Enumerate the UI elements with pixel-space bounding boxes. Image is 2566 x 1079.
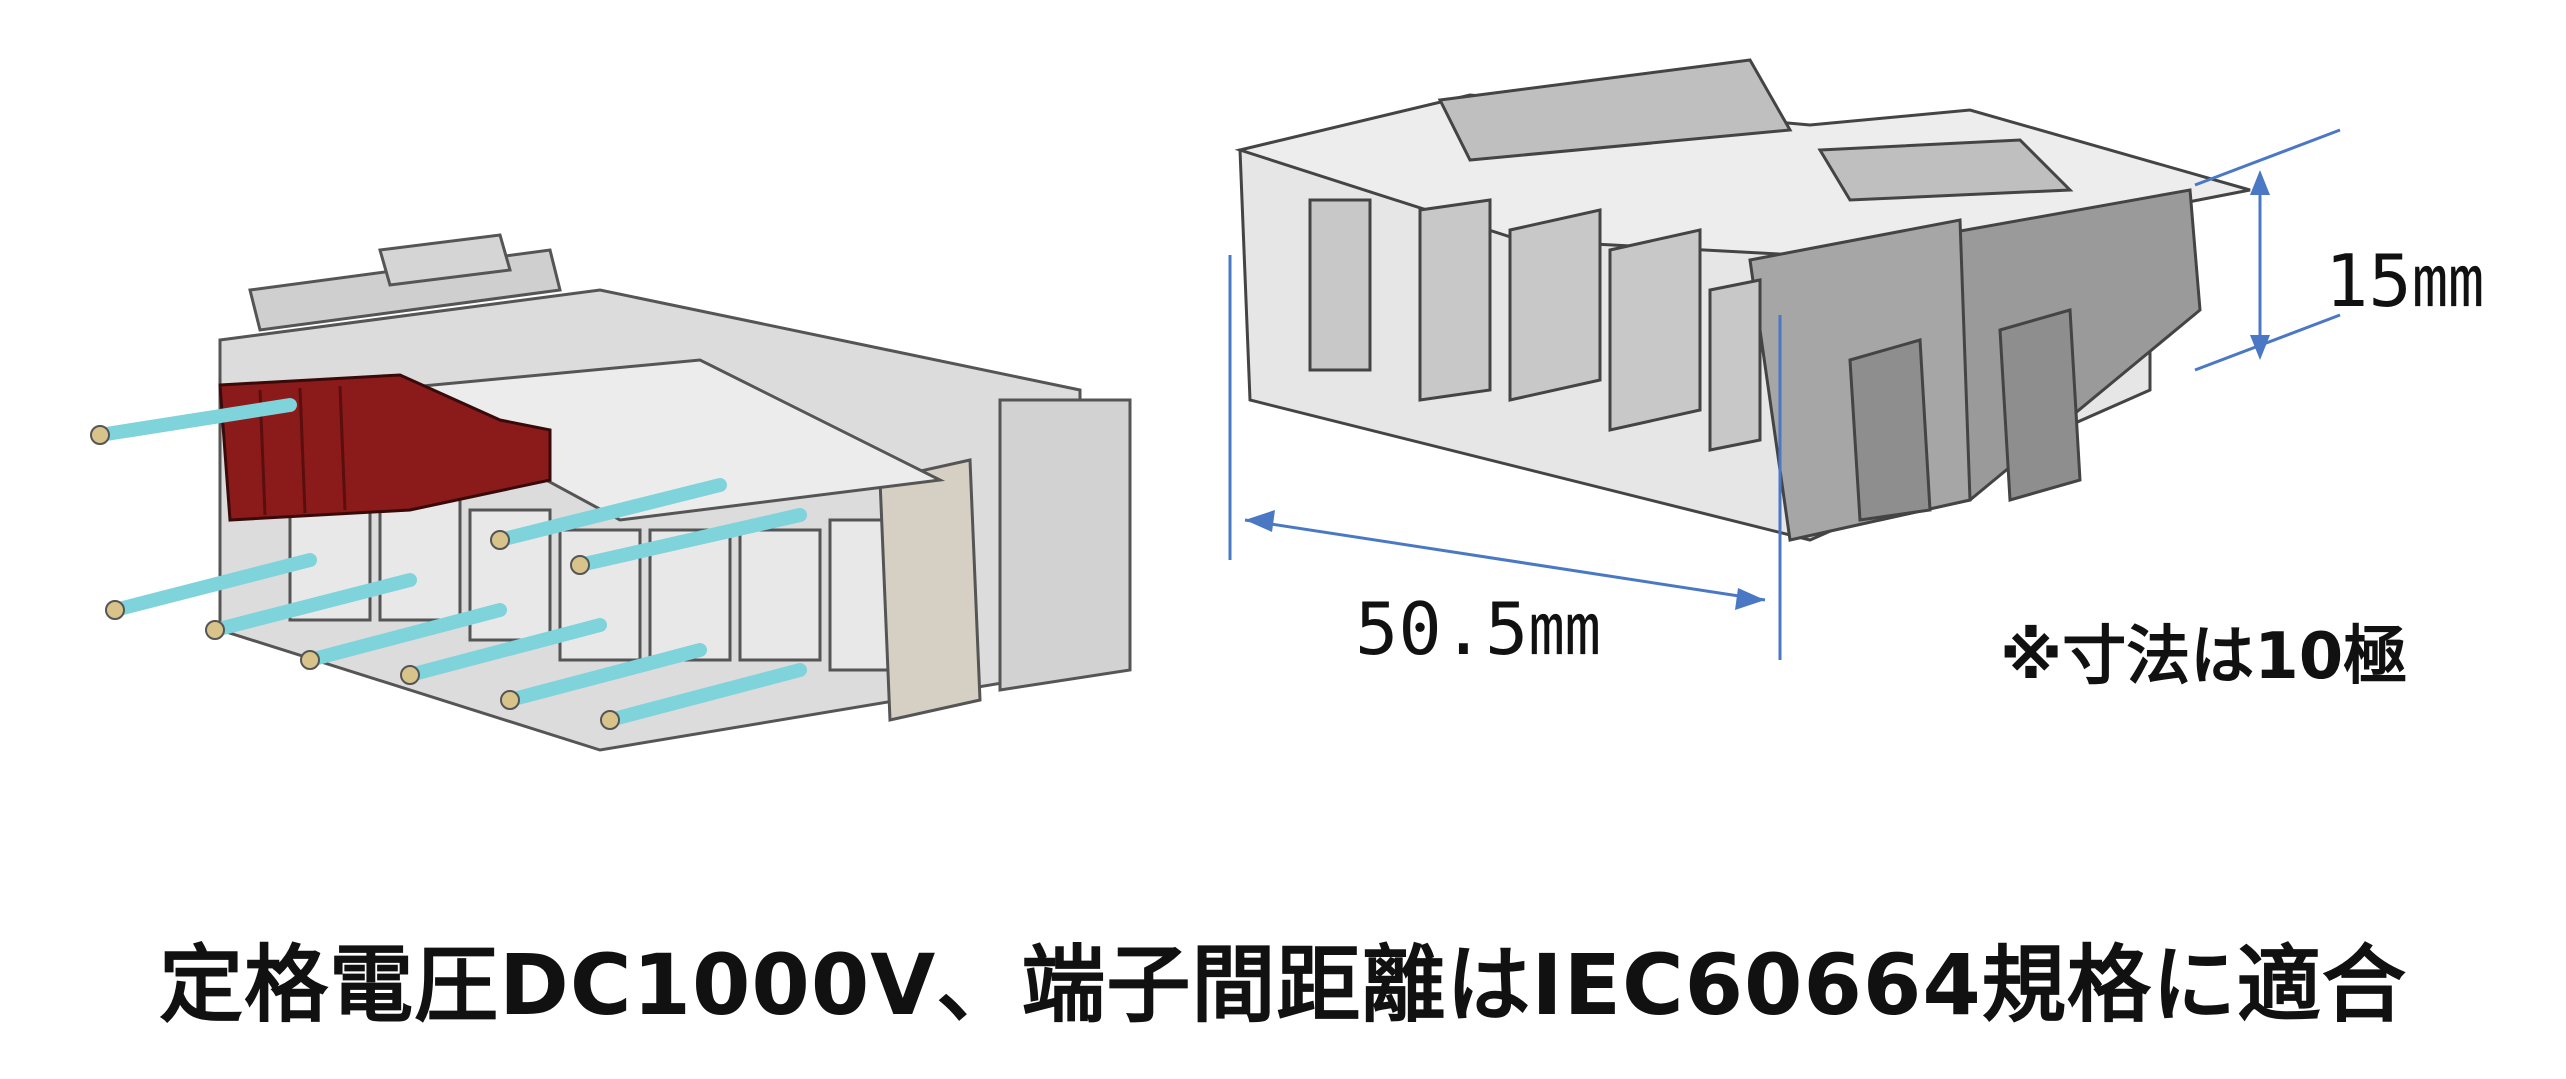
dimension-note: ※寸法は10極	[2000, 620, 2408, 694]
caption: 定格電圧DC1000V、端子間距離はIEC60664規格に適合	[159, 936, 2407, 1034]
width-dimension-label: 50.5㎜	[1355, 587, 1601, 671]
connector-housing-illustration	[1228, 58, 2341, 660]
connector-assembly-illustration	[90, 233, 1132, 752]
height-dimension-label: 15㎜	[2325, 239, 2484, 323]
